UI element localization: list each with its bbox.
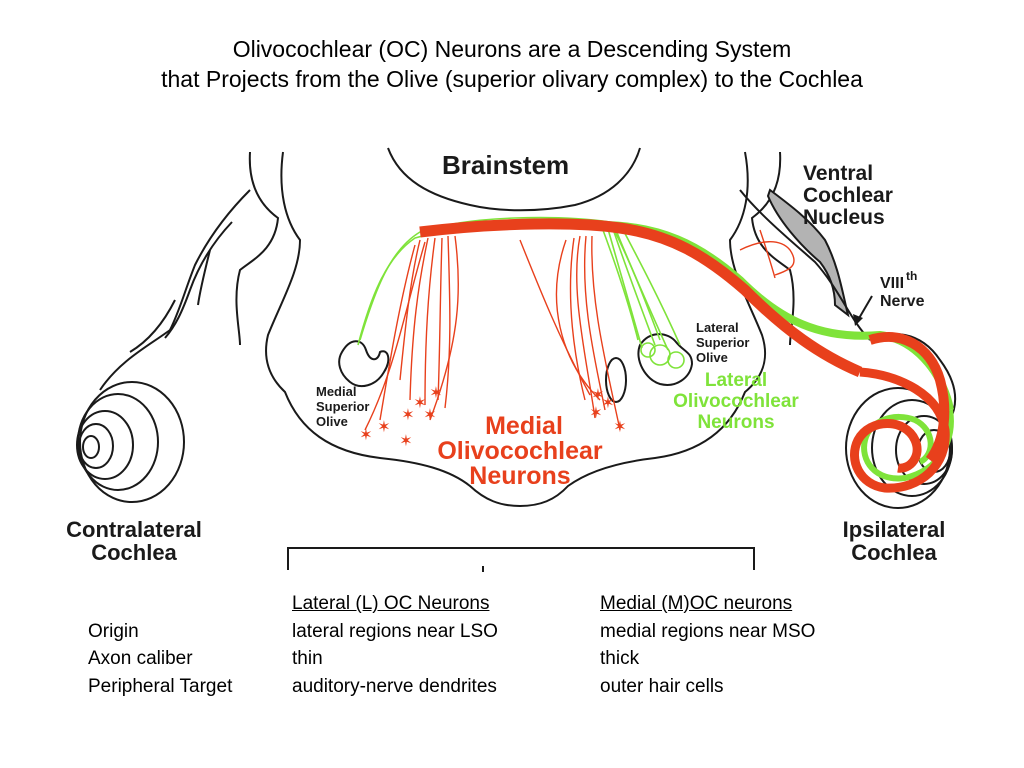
- lso-label-line-2: Superior: [696, 335, 749, 350]
- svg-text:✶: ✶: [359, 425, 372, 444]
- lateral-peripheral-target-cell: auditory-nerve dendrites: [292, 675, 497, 697]
- moc-label-line-3: Neurons: [469, 462, 570, 490]
- medial-oc-fibers: [364, 235, 621, 431]
- medial-axon-caliber-cell: thick: [600, 648, 640, 669]
- row-label-origin: Origin: [88, 620, 139, 642]
- viii-label-sup: th: [906, 269, 917, 283]
- medial-oc-neurons-label: Medial Olivocochlear Neurons: [437, 412, 603, 490]
- lateral-oc-header: Lateral (L) OC Neurons: [292, 593, 490, 614]
- lateral-superior-olive-label: Lateral Superior Olive: [696, 320, 749, 365]
- viii-label-second: Nerve: [880, 293, 925, 310]
- ventral-cochlear-nucleus-label: Ventral Cochlear Nucleus: [803, 162, 893, 229]
- viii-nerve-arrow: [853, 295, 873, 326]
- slide-title: Olivocochlear (OC) Neurons are a Descend…: [0, 34, 1024, 94]
- medial-oc-bundle: [419, 218, 863, 378]
- ipsilateral-cochlea-label: Ipsilateral Cochlea: [843, 517, 946, 565]
- medial-superior-olive-label: Medial Superior Olive: [316, 384, 369, 429]
- contralateral-inner-ear: [99, 189, 251, 391]
- svg-text:✶: ✶: [613, 417, 626, 436]
- lso-label-line-1: Lateral: [696, 320, 739, 335]
- medial-superior-olive-shape: [338, 340, 390, 388]
- moc-label-line-1: Medial: [485, 412, 563, 440]
- svg-text:✶: ✶: [591, 385, 604, 404]
- row-label-peripheral-target: Peripheral Target: [88, 675, 233, 697]
- lso-label-line-3: Olive: [696, 350, 728, 365]
- svg-text:✶: ✶: [423, 405, 436, 424]
- mso-label-line-3: Olive: [316, 414, 348, 429]
- loc-label-line-1: Lateral: [705, 370, 767, 391]
- header-spacer: [88, 590, 232, 618]
- mso-label-line-1: Medial: [316, 384, 356, 399]
- medial-oc-cell-bodies: ✶ ✶ ✶ ✶ ✶ ✶ ✶ ✶ ✶ ✶ ✶: [359, 383, 626, 450]
- medial-origin-cell: medial regions near MSO: [600, 620, 816, 642]
- svg-text:✶: ✶: [601, 393, 614, 412]
- svg-text:✶: ✶: [589, 403, 602, 422]
- svg-text:✶: ✶: [399, 431, 412, 450]
- medial-oc-cochlea-wrap: [850, 367, 950, 493]
- row-labels-column: Origin Axon caliber Peripheral Target: [88, 590, 232, 700]
- vcn-label-line-3: Nucleus: [803, 206, 885, 229]
- ventral-cochlear-nucleus: [766, 188, 850, 318]
- row-label-axon-caliber: Axon caliber: [88, 648, 193, 669]
- medial-peripheral-target-cell: outer hair cells: [600, 675, 724, 697]
- svg-text:✶: ✶: [401, 405, 414, 424]
- svg-text:✶: ✶: [377, 417, 390, 436]
- ipsi-label-line-1: Ipsilateral: [843, 517, 946, 542]
- viii-label-main: VIII: [880, 275, 904, 292]
- lateral-oc-pathway: [357, 216, 685, 369]
- medial-oc-header: Medial (M)OC neurons: [600, 593, 793, 614]
- lateral-oc-neurons-label: Lateral Olivocochlear Neurons: [673, 370, 799, 433]
- brainstem-label: Brainstem: [442, 150, 569, 180]
- loc-label-line-2: Olivocochlear: [673, 391, 799, 412]
- medial-oc-column: Medial (M)OC neurons medial regions near…: [600, 590, 815, 700]
- medial-oc-nerve-bundle: [868, 331, 950, 463]
- moc-label-line-2: Olivocochlear: [437, 437, 603, 465]
- contra-label-line-1: Contralateral: [66, 517, 202, 542]
- lateral-origin-cell: lateral regions near LSO: [292, 620, 498, 642]
- title-line-1: Olivocochlear (OC) Neurons are a Descend…: [232, 36, 792, 62]
- vcn-fibers: [739, 229, 795, 279]
- contralateral-cochlea-label: Contralateral Cochlea: [66, 517, 202, 565]
- ipsi-label-line-2: Cochlea: [851, 540, 937, 565]
- title-line-2: that Projects from the Olive (superior o…: [161, 66, 863, 92]
- contra-label-line-2: Cochlea: [91, 540, 177, 565]
- table-box-outline: [287, 547, 755, 570]
- lateral-axon-caliber-cell: thin: [292, 648, 323, 669]
- mso-label-line-2: Superior: [316, 399, 369, 414]
- lateral-oc-column: Lateral (L) OC Neurons lateral regions n…: [292, 590, 498, 700]
- svg-text:✶: ✶: [429, 383, 442, 402]
- contralateral-cochlea-spiral: [76, 381, 185, 503]
- vcn-label-line-1: Ventral: [803, 162, 873, 185]
- viii-nerve-label: VIII th Nerve: [880, 269, 925, 310]
- loc-label-line-3: Neurons: [697, 412, 774, 433]
- svg-text:✶: ✶: [413, 393, 426, 412]
- olivocochlear-diagram: ✶ ✶ ✶ ✶ ✶ ✶ ✶ ✶ ✶ ✶ ✶ Brainstem Ventral …: [66, 147, 957, 572]
- vcn-label-line-2: Cochlear: [803, 184, 893, 207]
